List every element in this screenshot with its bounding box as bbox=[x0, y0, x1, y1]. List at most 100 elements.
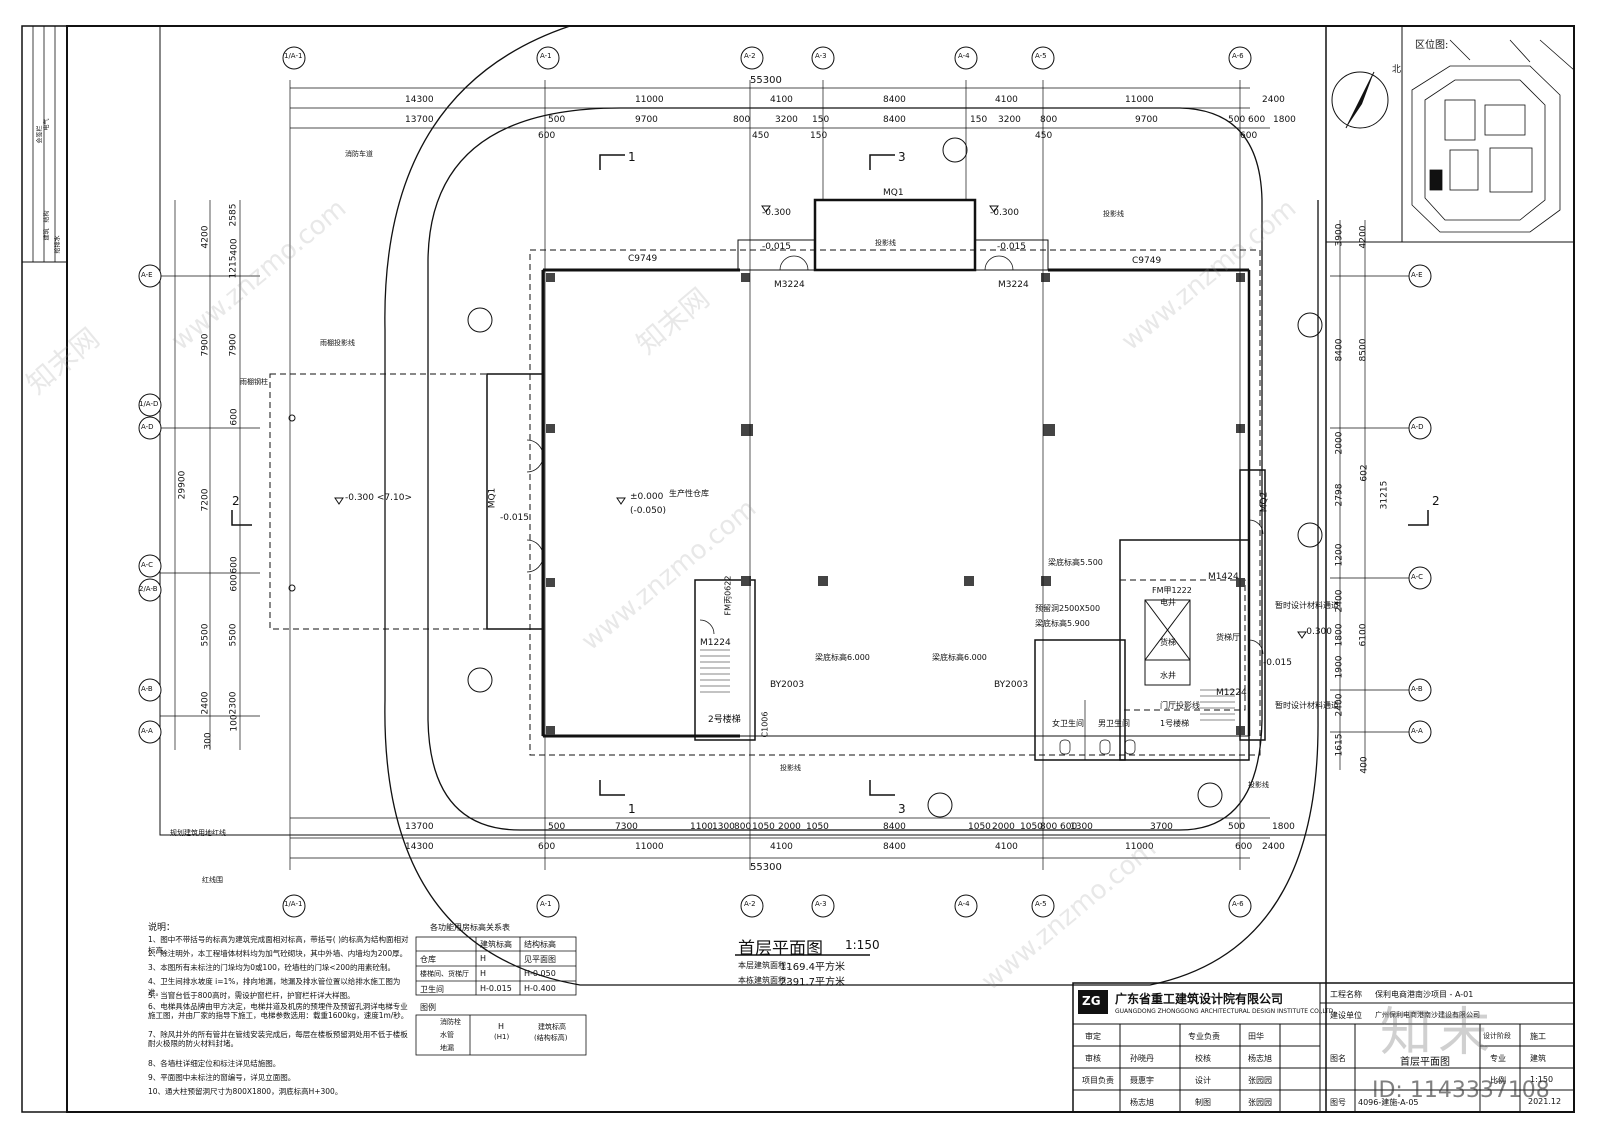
dim-top-r2-11: 500 bbox=[1228, 115, 1246, 125]
location-map-title: 区位图: bbox=[1415, 40, 1449, 51]
axis-left-2: 1/A-D bbox=[139, 400, 159, 408]
dim-bottom-r2-7: 600 bbox=[1235, 842, 1253, 852]
legend-sym1b: (H1) bbox=[494, 1033, 510, 1041]
dim-top-r2-12: 600 bbox=[1248, 115, 1266, 125]
notes-item-9: 9、平面图中未标注的窗编号，详见立面图。 bbox=[148, 1073, 296, 1082]
dim-left-r2-0: 2585 bbox=[228, 203, 239, 227]
dimension-lines bbox=[160, 80, 1420, 870]
date-value: 2021.12 bbox=[1528, 1097, 1562, 1106]
fire-road-outer bbox=[384, 25, 1319, 986]
draw-name: 张园园 bbox=[1248, 1098, 1272, 1107]
label-mq1: MQ1 bbox=[883, 188, 904, 198]
dim-left-r1-2: 7200 bbox=[200, 488, 211, 512]
dim-bottom-r2-0: 14300 bbox=[405, 842, 434, 852]
drawing-name-label: 图名 bbox=[1330, 1054, 1346, 1063]
elev-table-h1: 建筑标高 bbox=[480, 940, 512, 949]
label-elev-main: ±0.000 bbox=[630, 492, 664, 502]
label-canopy-col: 雨棚钢柱 bbox=[240, 378, 268, 386]
draw-label: 制图 bbox=[1195, 1098, 1211, 1107]
label-fmjia: FM甲1222 bbox=[1152, 586, 1192, 595]
discipline-label: 专业 bbox=[1490, 1054, 1506, 1063]
label-elev-canopy: -0.300 <7.10> bbox=[345, 493, 412, 503]
label-beam-c: 梁底标高5.500 bbox=[1048, 558, 1103, 567]
axis-left-7: A-A bbox=[141, 727, 153, 735]
label-fire-road: 消防车道 bbox=[345, 150, 373, 158]
label-projection-d: 投影线 bbox=[1248, 781, 1269, 789]
dim-bottom-r1-1: 500 bbox=[548, 822, 566, 832]
notes-item-6: 6、电梯具体品牌由甲方决定，电梯井道及机房的预埋件及预留孔洞详电梯专业施工图，并… bbox=[148, 1002, 409, 1020]
drawing-name-value: 首层平面图 bbox=[1400, 1057, 1450, 1068]
label-women-wc: 女卫生间 bbox=[1052, 719, 1084, 728]
dim-bottom-r1-6: 1050 bbox=[752, 822, 775, 832]
label-elev-m300c: -0.300 bbox=[1303, 627, 1333, 637]
label-elev-m300a: -0.300 bbox=[762, 208, 792, 218]
dim-right-r2-2: 602 bbox=[1359, 464, 1370, 482]
dim-bottom-r2-6: 11000 bbox=[1125, 842, 1154, 852]
area-label-2: 本栋建筑面积： bbox=[738, 976, 794, 985]
dim-top-r1-5: 11000 bbox=[1125, 95, 1154, 105]
toilet-fixtures bbox=[1059, 700, 1136, 760]
label-beam-a: 梁底标高6.000 bbox=[815, 653, 870, 662]
label-elev-m015a: -0.015 bbox=[762, 242, 792, 252]
dim-bottom-r1-4: 1300 bbox=[712, 822, 735, 832]
north-arrow-icon bbox=[1331, 71, 1389, 129]
discipline-lead-label: 专业负责 bbox=[1188, 1032, 1220, 1041]
dim-right-r1-9: 1615 bbox=[1334, 733, 1345, 757]
area-value-2: 2391.7平方米 bbox=[780, 977, 845, 988]
discipline-lead-name: 田华 bbox=[1248, 1032, 1264, 1041]
notes-item-3: 3、本图所有未标注的门垛均为0或100，砼墙柱的门垛<200的用素砼制。 bbox=[148, 963, 395, 972]
axis-bottom-7: A-6 bbox=[1232, 900, 1244, 908]
label-freight-lift: 货梯 bbox=[1160, 638, 1176, 647]
axis-top-4: A-3 bbox=[815, 52, 827, 60]
logo-text: ZG bbox=[1082, 994, 1101, 1008]
label-m1224-b: M1224 bbox=[1216, 688, 1247, 698]
label-c9749-a: C9749 bbox=[628, 254, 658, 264]
label-elec-well: 电井 bbox=[1160, 598, 1176, 607]
label-c1006: C1006 bbox=[760, 711, 770, 738]
dim-bottom-r1-13: 800 bbox=[1040, 822, 1058, 832]
notes-item-7: 7、除风井外的所有管井在管线安装完成后，每层在楼板预留洞处用不低于楼板耐火极限的… bbox=[148, 1030, 408, 1048]
dim-top-r1-0: 14300 bbox=[405, 95, 434, 105]
dim-right-r1-4: 1200 bbox=[1334, 543, 1345, 567]
company-logo-icon bbox=[1078, 990, 1108, 1014]
axis-right-2: A-D bbox=[1411, 423, 1424, 431]
dim-left-r2-9: 100 bbox=[229, 714, 240, 732]
label-site-wall: 红线围 bbox=[202, 876, 223, 884]
project-value: 保利电商港南沙项目 - A-01 bbox=[1375, 990, 1474, 999]
axis-top-2: A-1 bbox=[540, 52, 552, 60]
review-label: 审核 bbox=[1085, 1054, 1101, 1063]
section-label-1-bottom: 1 bbox=[628, 802, 636, 816]
notes-item-10: 10、通大柱预留洞尺寸为800X1800，洞底标高H+300。 bbox=[148, 1087, 343, 1096]
label-stair2: 2号楼梯 bbox=[708, 715, 741, 725]
dim-right-r1-2: 2000 bbox=[1334, 431, 1345, 455]
dim-bottom-r1-17: 500 bbox=[1228, 822, 1246, 832]
dim-right-r1-3: 2798 bbox=[1334, 483, 1345, 507]
discipline-value: 建筑 bbox=[1530, 1054, 1546, 1063]
dim-top-r2-13: 1800 bbox=[1273, 115, 1296, 125]
dim-bottom-r1-7: 2000 bbox=[778, 822, 801, 832]
label-lift-hall: 货梯厅 bbox=[1216, 633, 1240, 642]
elev-table-r1c0: 楼梯间、货梯厅 bbox=[420, 970, 469, 978]
dim-top-r2-10: 9700 bbox=[1135, 115, 1158, 125]
dim-bottom-r2-8: 2400 bbox=[1262, 842, 1285, 852]
dim-top-r3-1: 450 bbox=[752, 131, 770, 141]
scale-label: 比例 bbox=[1490, 1076, 1506, 1085]
legend-sym2b: (结构标高) bbox=[534, 1034, 568, 1042]
dim-bottom-r2-2: 11000 bbox=[635, 842, 664, 852]
dim-bottom-r1-15: 600 bbox=[1060, 822, 1078, 832]
label-mq2: MQ2 bbox=[1259, 491, 1270, 513]
dim-left-r2-4: 600 bbox=[229, 408, 240, 426]
strip-label-5: 电气 bbox=[43, 118, 51, 131]
dim-left-r2-6: 600 bbox=[229, 574, 240, 592]
axis-top-6: A-5 bbox=[1035, 52, 1047, 60]
label-elev-m300b: -0.300 bbox=[990, 208, 1020, 218]
label-canopy: 雨棚投影线 bbox=[320, 339, 355, 347]
dim-bottom-r1-16: 3700 bbox=[1150, 822, 1173, 832]
strip-label-4: 给排水 bbox=[54, 235, 62, 254]
dim-right-r2-3: 6100 bbox=[1358, 623, 1369, 647]
fire-road-inner bbox=[427, 107, 1263, 831]
scale-value: 1:150 bbox=[1530, 1075, 1554, 1084]
dim-top-r1-3: 8400 bbox=[883, 95, 906, 105]
drawing-no-label: 图号 bbox=[1330, 1098, 1346, 1107]
dim-bottom-r2-4: 8400 bbox=[883, 842, 906, 852]
